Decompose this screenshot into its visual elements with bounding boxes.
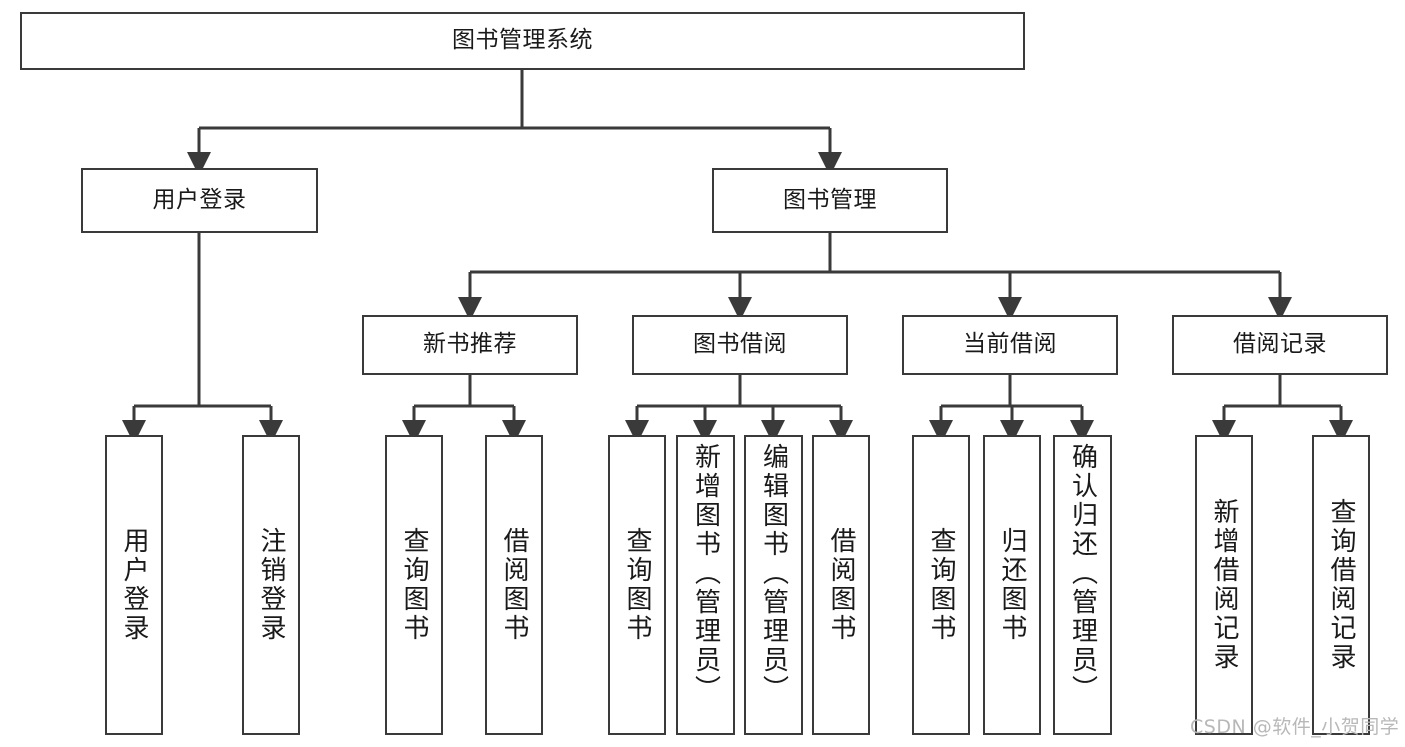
leaf-add-book-admin-label: 新增图书（管理员） bbox=[690, 443, 721, 704]
leaf-user-login[interactable]: 用户登录 bbox=[105, 435, 163, 735]
leaf-newbook-query-book-label: 查询图书 bbox=[399, 527, 429, 643]
leaf-borrow-book[interactable]: 借阅图书 bbox=[812, 435, 870, 735]
leaf-confirm-return-admin-label: 确认归还（管理员） bbox=[1067, 443, 1098, 704]
leaf-return-book[interactable]: 归还图书 bbox=[983, 435, 1041, 735]
node-current-borrow[interactable]: 当前借阅 bbox=[902, 315, 1118, 375]
node-root[interactable]: 图书管理系统 bbox=[20, 12, 1025, 70]
node-root-label: 图书管理系统 bbox=[452, 27, 593, 54]
leaf-edit-book-admin[interactable]: 编辑图书（管理员） bbox=[744, 435, 803, 735]
node-book-borrow[interactable]: 图书借阅 bbox=[632, 315, 848, 375]
leaf-user-logout[interactable]: 注销登录 bbox=[242, 435, 300, 735]
node-book-management[interactable]: 图书管理 bbox=[712, 168, 948, 233]
node-book-management-label: 图书管理 bbox=[783, 186, 877, 213]
leaf-add-borrow-record[interactable]: 新增借阅记录 bbox=[1195, 435, 1253, 735]
leaf-borrow-query-book[interactable]: 查询图书 bbox=[608, 435, 666, 735]
node-current-borrow-label: 当前借阅 bbox=[963, 331, 1057, 358]
node-new-book-recommend[interactable]: 新书推荐 bbox=[362, 315, 578, 375]
leaf-user-logout-label: 注销登录 bbox=[256, 527, 286, 643]
leaf-current-query-book[interactable]: 查询图书 bbox=[912, 435, 970, 735]
node-book-borrow-label: 图书借阅 bbox=[693, 331, 787, 358]
node-borrow-record-label: 借阅记录 bbox=[1233, 331, 1327, 358]
leaf-query-borrow-record[interactable]: 查询借阅记录 bbox=[1312, 435, 1370, 735]
leaf-user-login-label: 用户登录 bbox=[119, 527, 149, 643]
leaf-newbook-borrow-book[interactable]: 借阅图书 bbox=[485, 435, 543, 735]
leaf-confirm-return-admin[interactable]: 确认归还（管理员） bbox=[1053, 435, 1112, 735]
node-user-login-label: 用户登录 bbox=[152, 186, 247, 213]
leaf-borrow-book-label: 借阅图书 bbox=[826, 527, 856, 643]
leaf-borrow-query-book-label: 查询图书 bbox=[622, 527, 652, 643]
leaf-add-borrow-record-label: 新增借阅记录 bbox=[1209, 498, 1239, 672]
leaf-edit-book-admin-label: 编辑图书（管理员） bbox=[758, 443, 789, 704]
leaf-newbook-query-book[interactable]: 查询图书 bbox=[385, 435, 443, 735]
leaf-newbook-borrow-book-label: 借阅图书 bbox=[499, 527, 529, 643]
leaf-current-query-book-label: 查询图书 bbox=[926, 527, 956, 643]
node-user-login[interactable]: 用户登录 bbox=[81, 168, 318, 233]
node-borrow-record[interactable]: 借阅记录 bbox=[1172, 315, 1388, 375]
node-new-book-recommend-label: 新书推荐 bbox=[423, 331, 517, 358]
leaf-query-borrow-record-label: 查询借阅记录 bbox=[1326, 498, 1356, 672]
leaf-add-book-admin[interactable]: 新增图书（管理员） bbox=[676, 435, 735, 735]
leaf-return-book-label: 归还图书 bbox=[997, 527, 1027, 643]
